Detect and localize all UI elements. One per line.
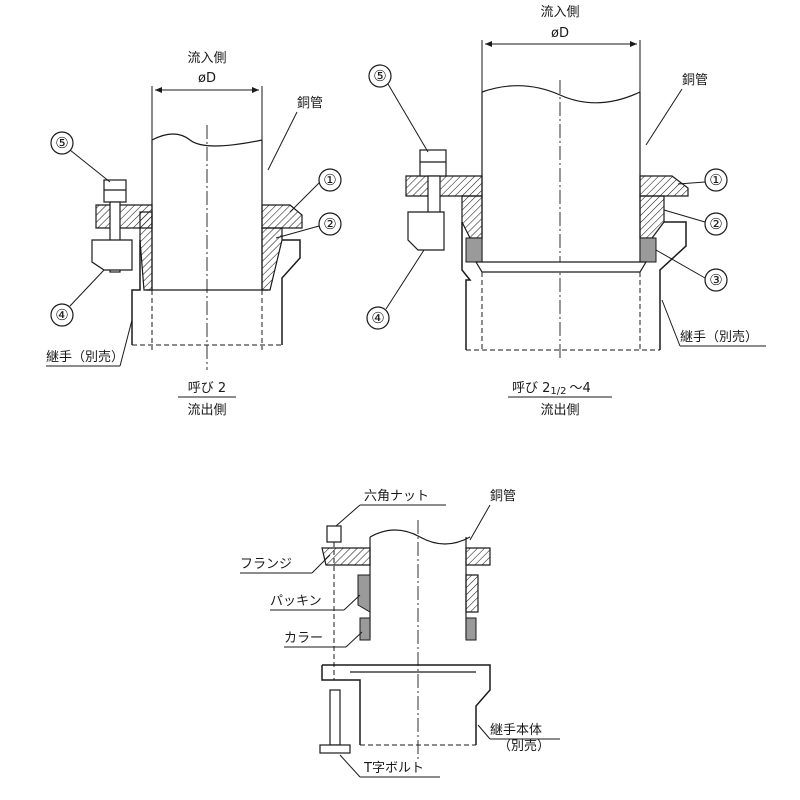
packing-label: パッキン [270, 594, 322, 609]
left-pipe-break [151, 133, 263, 147]
left-part-5-nut [103, 179, 127, 203]
left-part-4-bolt-head [91, 239, 133, 271]
right-callout-1 [704, 168, 728, 192]
svg-text:②: ② [323, 215, 336, 233]
joint-body-label: 継手本体 [490, 723, 542, 738]
collar-label: カラー [284, 631, 323, 646]
bottom-joint-body [322, 664, 491, 745]
right-callout-4 [366, 306, 390, 330]
right-inflow-label: 流入側 [540, 5, 579, 20]
left-part-1-flange [261, 204, 303, 229]
left-callout-4 [50, 303, 74, 327]
left-joint-body [281, 239, 301, 345]
left-figure: 流入側 øD ⑤ ① ② [46, 51, 342, 418]
right-pipe-break [481, 85, 641, 104]
right-callout-2 [704, 212, 728, 236]
svg-text:⑤: ⑤ [55, 134, 68, 152]
svg-text:④: ④ [371, 309, 384, 327]
bottom-hex-nut [326, 525, 342, 543]
right-joint-label: 継手（別売） [680, 329, 758, 345]
left-callout-2 [318, 212, 342, 236]
bottom-t-bolt [329, 689, 341, 746]
svg-text:④: ④ [55, 306, 68, 324]
right-callout-3 [704, 268, 728, 292]
left-size-label: 呼び 2 [188, 381, 226, 396]
bottom-exploded-figure: 六角ナット 銅管 フランジ パッキン カラー 継手本体 （別売） T字ボルト [240, 489, 560, 778]
left-outflow-label: 流出側 [187, 403, 226, 418]
left-pipe-label: 銅管 [297, 96, 323, 111]
right-size-label: 呼び 21/2～4 [512, 381, 591, 397]
t-bolt-label: T字ボルト [363, 761, 424, 776]
right-diameter-label: øD [551, 26, 569, 41]
flange-label: フランジ [240, 557, 292, 572]
right-figure: 流入側 øD ⑤ [366, 5, 766, 418]
right-part-1-flange [639, 175, 689, 197]
right-callout-5 [368, 64, 392, 88]
svg-text:⑤: ⑤ [373, 67, 386, 85]
left-inflow-label: 流入側 [187, 51, 226, 66]
left-diameter-label: øD [198, 71, 216, 86]
bottom-copper-pipe [369, 529, 471, 545]
bottom-packing [357, 574, 371, 613]
left-joint-label: 継手（別売） [46, 349, 124, 365]
left-part-2-packing [261, 227, 283, 291]
right-part-4-bolt-head [407, 211, 445, 251]
svg-text:②: ② [709, 215, 722, 233]
svg-text:①: ① [709, 171, 722, 189]
joint-body-note: （別売） [498, 738, 550, 754]
right-pipe-label: 銅管 [682, 73, 708, 88]
right-part-2-packing [639, 195, 665, 239]
left-callout-1 [318, 168, 342, 192]
right-outflow-label: 流出側 [540, 403, 579, 418]
bottom-collar [359, 617, 371, 641]
left-callout-5 [50, 131, 74, 155]
right-joint-body [659, 221, 687, 350]
svg-text:③: ③ [709, 271, 722, 289]
right-part-3-collar [639, 237, 657, 263]
svg-text:①: ① [323, 171, 336, 189]
bottom-pipe-label: 銅管 [490, 489, 516, 504]
right-part-5-nut [419, 149, 447, 177]
hex-nut-label: 六角ナット [364, 489, 429, 504]
